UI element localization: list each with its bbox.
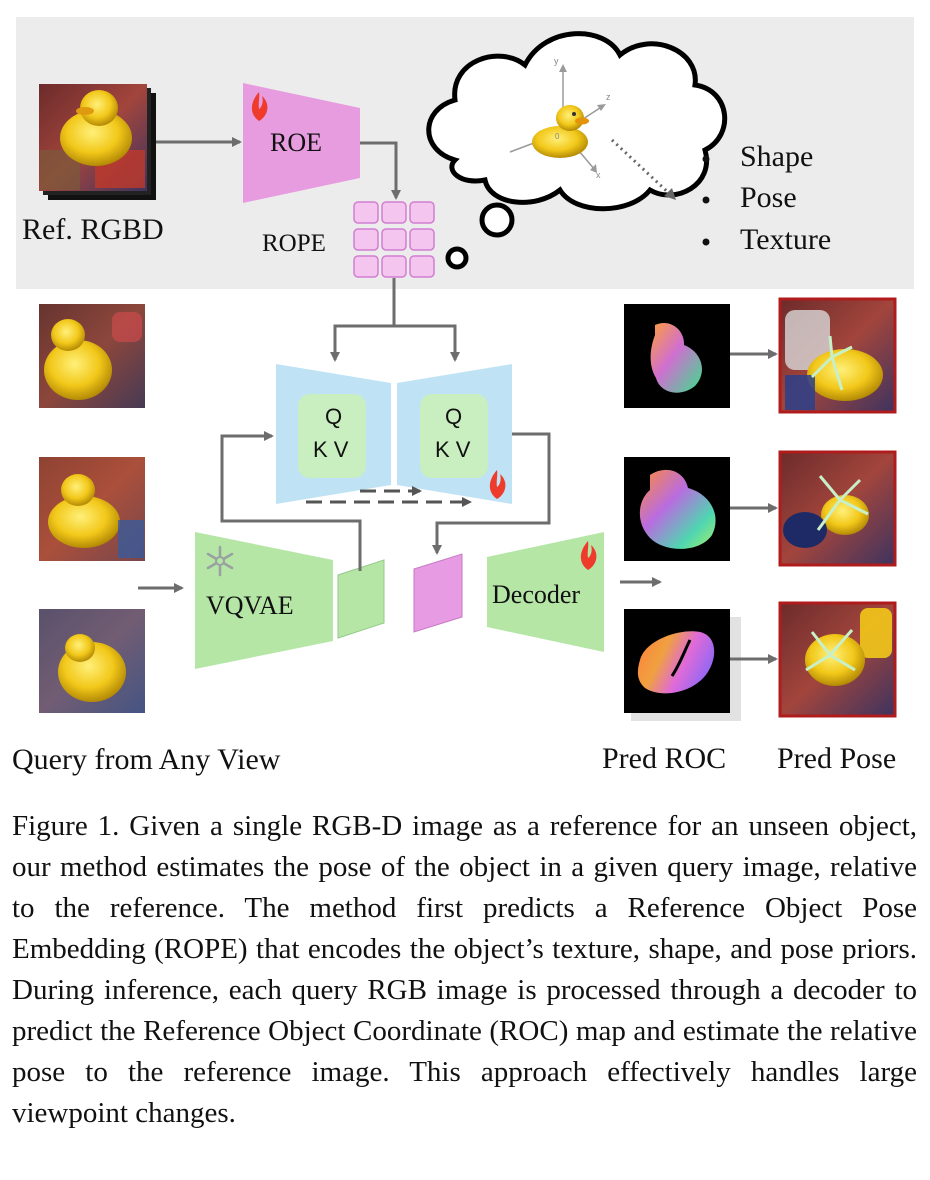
flame-icon-roe: [251, 92, 268, 121]
thought-bubble-small: [445, 246, 469, 270]
pred-roc-label: Pred ROC: [602, 742, 727, 775]
bullet-texture: Texture: [740, 223, 832, 256]
axis-origin-label: 0: [555, 132, 560, 141]
thought-bubble-medium: [479, 202, 515, 238]
qkv-box-left: [298, 394, 366, 478]
output-latent: [413, 553, 463, 633]
axis-y-label: y: [554, 56, 559, 66]
ref-rgbd-label: Ref. RGBD: [22, 213, 164, 246]
attn-left-q: Q: [325, 404, 343, 429]
pred-pose-label: Pred Pose: [777, 742, 897, 775]
diagram-graphics: [16, 17, 914, 721]
attn-left-kv: K V: [313, 437, 349, 462]
bullet-shape: Shape: [740, 140, 814, 173]
axis-x-label: x: [596, 170, 601, 180]
bullet-dot-2: [702, 196, 710, 204]
bullet-pose: Pose: [740, 181, 797, 214]
query-image-2: [39, 457, 145, 561]
query-label: Query from Any View: [12, 743, 281, 776]
pred-roc-3: [624, 609, 741, 721]
pred-pose-1: [778, 297, 897, 414]
pred-pose-2: [778, 450, 897, 567]
attn-right-q: Q: [445, 404, 463, 429]
query-latent: [337, 559, 385, 639]
decoder-label: Decoder: [492, 580, 581, 609]
duck-3d-model: [532, 105, 589, 158]
pred-pose-3: [778, 601, 897, 718]
vqvae-label: VQVAE: [206, 591, 294, 620]
pred-roc-2: [624, 457, 730, 561]
rope-grid: [353, 201, 435, 278]
flame-icon-decoder: [580, 541, 597, 570]
axis-z-label: z: [606, 92, 611, 102]
bullet-dot-1: [702, 155, 710, 163]
query-image-3: [39, 609, 145, 713]
ref-rgbd-image: [39, 84, 156, 200]
qkv-box-right: [420, 394, 488, 478]
query-image-1: [39, 304, 145, 408]
figure-caption: Figure 1. Given a single RGB-D image as …: [12, 810, 917, 1129]
method-diagram: Ref. RGBD ROE ROPE Shape Pose Texture y …: [12, 17, 914, 776]
rope-label: ROPE: [262, 230, 326, 257]
attn-right-kv: K V: [435, 437, 471, 462]
decoder: [487, 532, 604, 652]
pred-roc-1: [624, 304, 730, 408]
roe-label: ROE: [270, 128, 322, 157]
bullet-dot-3: [702, 238, 710, 246]
flame-icon-attention: [489, 470, 506, 499]
roe-encoder: [243, 83, 360, 203]
